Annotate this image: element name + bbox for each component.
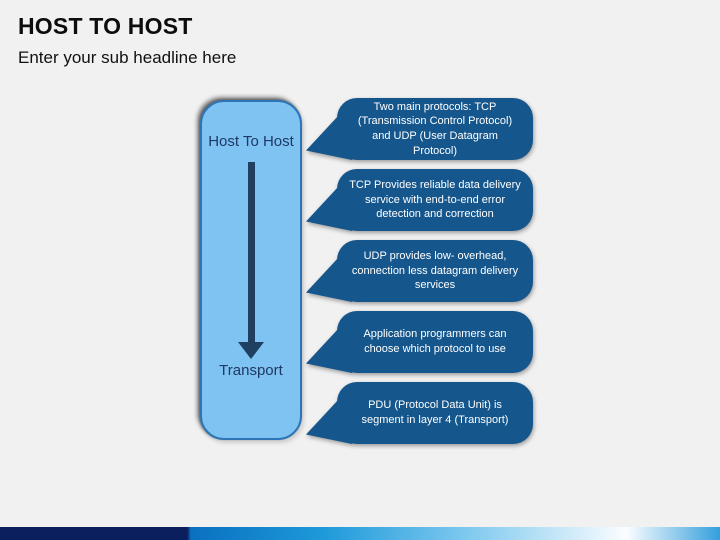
footer-gradient-bar: [0, 527, 720, 540]
box-bottom-label: Transport: [219, 362, 283, 379]
callout-bubble: Application programmers can choose which…: [306, 311, 533, 373]
bubble-text: Two main protocols: TCP (Transmission Co…: [357, 100, 513, 157]
callout-bubble: TCP Provides reliable data delivery serv…: [306, 169, 533, 231]
bubble-body: Application programmers can choose which…: [337, 311, 533, 373]
page-subtitle: Enter your sub headline here: [18, 48, 237, 67]
bubble-text: Application programmers can choose which…: [363, 328, 507, 355]
page-title: HOST TO HOST: [18, 13, 193, 39]
callout-bubble-list: Two main protocols: TCP (Transmission Co…: [306, 98, 533, 453]
bubble-body: PDU (Protocol Data Unit) is segment in l…: [337, 382, 533, 444]
down-arrow-line: [247, 162, 255, 342]
bubble-body: TCP Provides reliable data delivery serv…: [337, 169, 533, 231]
bubble-body: Two main protocols: TCP (Transmission Co…: [337, 98, 533, 160]
bubble-text: UDP provides low- overhead, connection l…: [351, 250, 519, 292]
callout-bubble: UDP provides low- overhead, connection l…: [306, 240, 533, 302]
box-top-label: Host To Host: [208, 133, 294, 150]
bubble-text: TCP Provides reliable data delivery serv…: [349, 179, 521, 221]
bubble-text: PDU (Protocol Data Unit) is segment in l…: [361, 399, 509, 426]
down-arrow-head: [238, 342, 264, 359]
bubble-body: UDP provides low- overhead, connection l…: [337, 240, 533, 302]
host-to-host-box: Host To Host Transport: [200, 100, 302, 440]
down-arrow-icon: [202, 102, 300, 438]
callout-bubble: Two main protocols: TCP (Transmission Co…: [306, 98, 533, 160]
callout-bubble: PDU (Protocol Data Unit) is segment in l…: [306, 382, 533, 444]
